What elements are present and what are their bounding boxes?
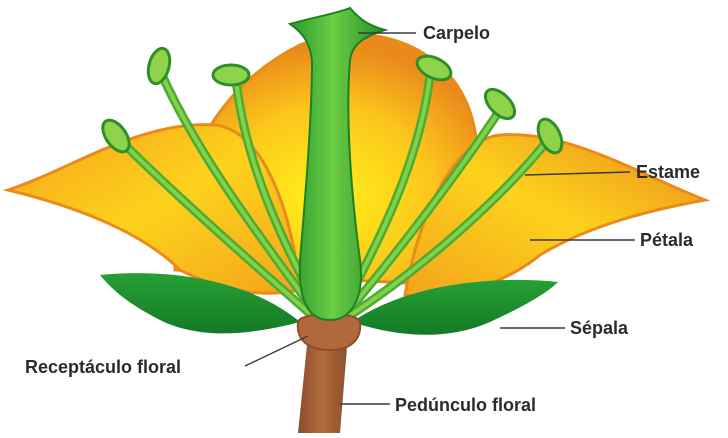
label-sepal: Sépala: [570, 318, 629, 338]
label-stamen: Estame: [636, 162, 700, 182]
label-petal: Pétala: [640, 230, 694, 250]
label-receptacle: Receptáculo floral: [25, 357, 181, 377]
label-carpel: Carpelo: [423, 23, 490, 43]
leader-receptacle: [245, 336, 308, 366]
label-peduncle: Pedúnculo floral: [395, 395, 536, 415]
